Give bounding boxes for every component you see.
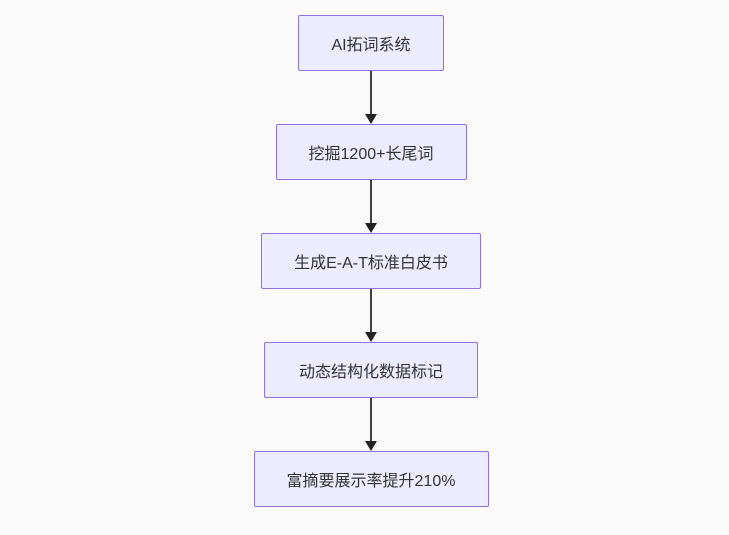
node-label: 动态结构化数据标记 — [298, 364, 443, 381]
flow-connector — [365, 180, 377, 233]
flowchart: AI拓词系统 挖掘1200+长尾词 生成E-A-T标准白皮书 动态结构化数据标记… — [253, 15, 489, 507]
flowchart-node-eat-whitepaper: 生成E-A-T标准白皮书 — [261, 233, 481, 289]
node-label: AI拓词系统 — [331, 37, 411, 54]
arrow-line — [370, 71, 372, 115]
arrow-down-icon — [365, 223, 377, 233]
flowchart-node-ai-word-expansion: AI拓词系统 — [298, 15, 444, 71]
flowchart-node-structured-data-markup: 动态结构化数据标记 — [264, 342, 478, 398]
arrow-line — [370, 180, 372, 224]
arrow-line — [370, 398, 372, 442]
arrow-line — [370, 289, 372, 333]
flowchart-node-rich-snippet-rate: 富摘要展示率提升210% — [253, 451, 489, 507]
flow-connector — [365, 398, 377, 451]
flow-connector — [365, 289, 377, 342]
arrow-down-icon — [365, 441, 377, 451]
flow-connector — [365, 71, 377, 124]
flowchart-node-longtail-keywords: 挖掘1200+长尾词 — [275, 124, 467, 180]
node-label: 富摘要展示率提升210% — [286, 473, 456, 490]
node-label: 挖掘1200+长尾词 — [308, 146, 434, 163]
node-label: 生成E-A-T标准白皮书 — [294, 255, 448, 272]
arrow-down-icon — [365, 114, 377, 124]
arrow-down-icon — [365, 332, 377, 342]
